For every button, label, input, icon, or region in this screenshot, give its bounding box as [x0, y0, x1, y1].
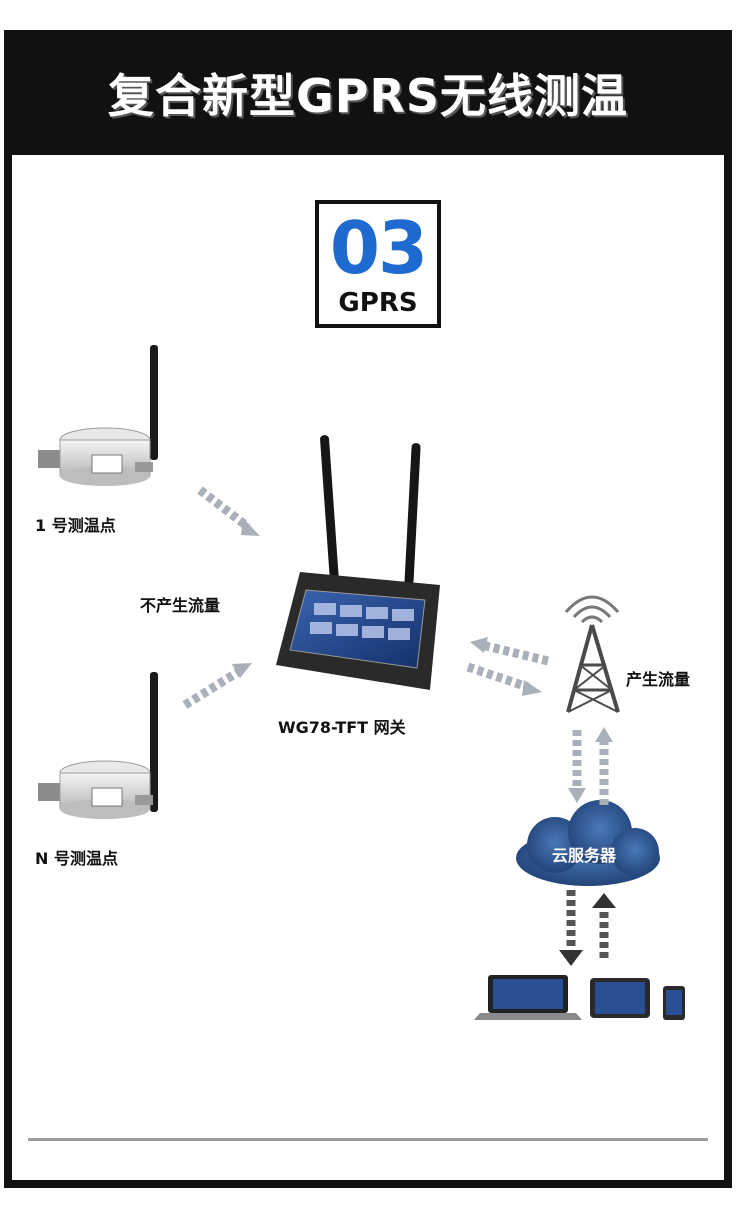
header-banner: 复合新型GPRS无线测温: [4, 30, 732, 155]
client-devices: [474, 975, 685, 1020]
sensor-device-1: [38, 345, 158, 486]
gateway-device: [276, 435, 440, 690]
flow-arrow-gateway-to-tower: [466, 662, 530, 692]
badge-number: 03: [329, 206, 428, 290]
page-title: 复合新型GPRS无线测温: [107, 68, 629, 123]
bottom-divider: [28, 1138, 708, 1141]
traffic-label: 产生流量: [626, 670, 691, 689]
flow-arrow-sensor1: [197, 486, 251, 531]
sensor-n-label: N 号测温点: [35, 849, 118, 868]
antenna-icon: [150, 672, 158, 812]
antenna-icon: [150, 345, 158, 460]
cloud-label: 云服务器: [552, 846, 617, 865]
step-badge: 03 GPRS: [315, 200, 441, 328]
badge-label: GPRS: [338, 288, 418, 318]
laptop-icon: [474, 975, 582, 1020]
tablet-icon: [590, 978, 650, 1018]
no-traffic-label: 不产生流量: [140, 596, 221, 615]
flow-arrow-tower-to-gateway: [480, 640, 550, 666]
phone-icon: [663, 986, 685, 1020]
cell-tower-icon: [564, 595, 620, 713]
sensor-1-label: 1 号测温点: [35, 516, 116, 535]
antenna-icon: [404, 443, 421, 585]
antenna-icon: [320, 435, 339, 585]
sensor-device-n: [38, 672, 158, 819]
cloud-server-icon: [516, 800, 660, 886]
flow-arrow-sensorn: [182, 668, 241, 709]
gateway-label: WG78-TFT 网关: [278, 718, 406, 737]
